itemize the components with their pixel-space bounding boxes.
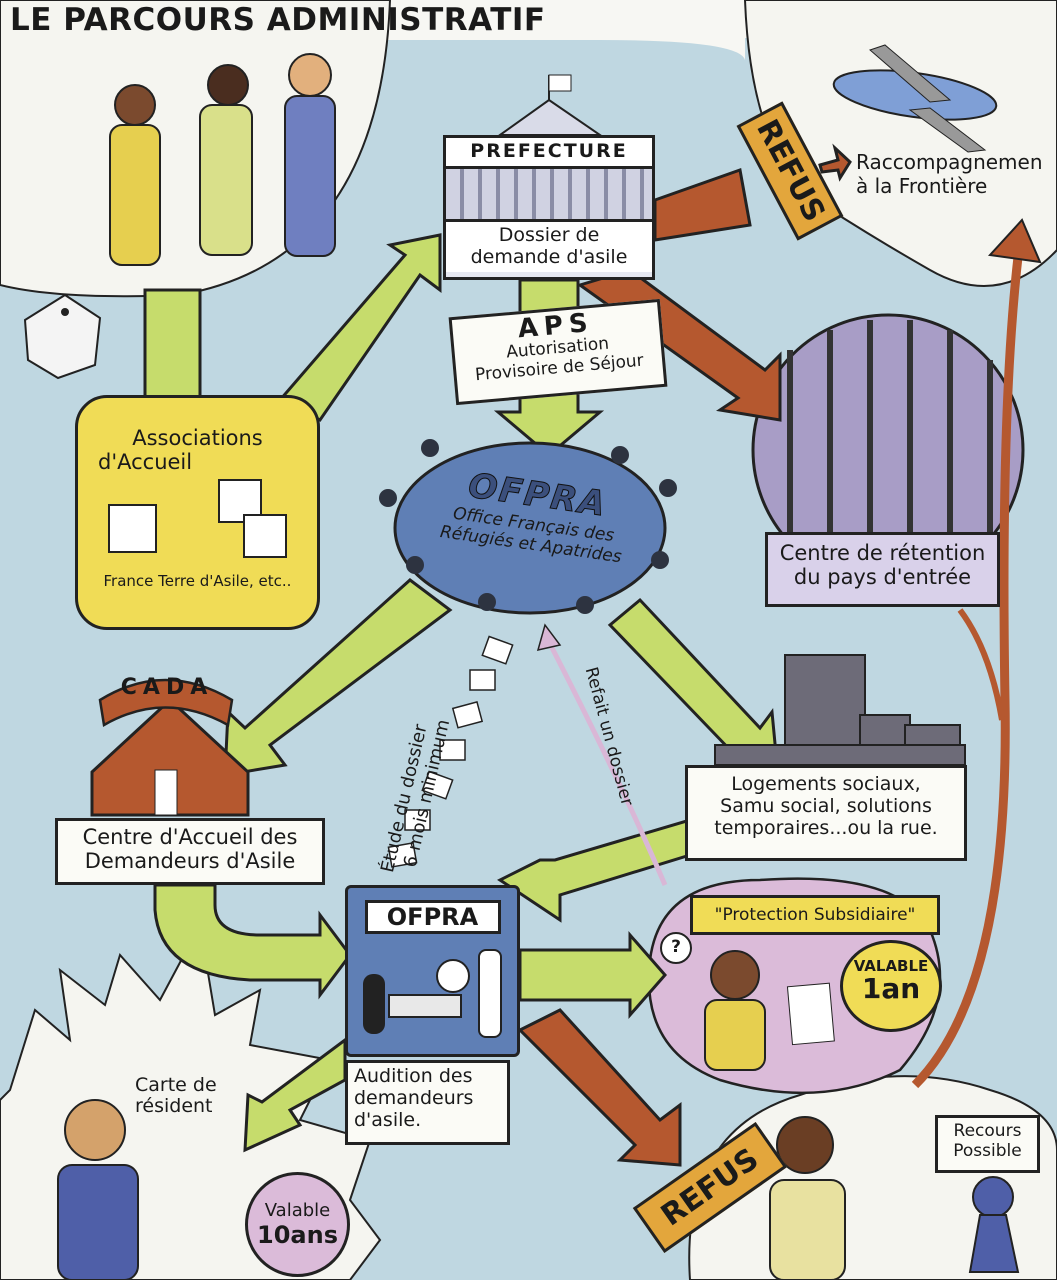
associations-line2: d'Accueil bbox=[98, 450, 193, 474]
carte-line1: Carte de bbox=[135, 1074, 217, 1096]
path-audition-to-resident bbox=[243, 1037, 347, 1153]
ofpra-audition-title: OFPRA bbox=[364, 900, 501, 934]
prefecture-pediment bbox=[496, 98, 604, 136]
path-audition-to-refus bbox=[517, 1008, 682, 1167]
refused-person-illustration bbox=[769, 1116, 846, 1280]
aps-box: APS Autorisation Provisoire de Séjour bbox=[448, 298, 668, 406]
protection-person-illustration bbox=[704, 950, 835, 1071]
audition-label-box: Audition des demandeurs d'asile. bbox=[345, 1060, 510, 1145]
raccompagnement-label: Raccompagnemen à la Frontière bbox=[856, 150, 1043, 198]
recours-box: Recours Possible bbox=[935, 1115, 1040, 1173]
retention-label-box: Centre de rétention du pays d'entrée bbox=[765, 532, 1000, 607]
pawn-pieces bbox=[379, 439, 677, 614]
page-title: LE PARCOURS ADMINISTRATIF bbox=[10, 2, 546, 38]
associations-box: Associations d'Accueil France Terre d'As… bbox=[75, 395, 320, 630]
logements-line1: Logements sociaux, bbox=[731, 773, 921, 795]
migrants-illustration bbox=[109, 53, 336, 266]
cada-sign-text: CADA bbox=[120, 675, 214, 700]
valable-1an-badge: VALABLE 1an bbox=[840, 940, 942, 1032]
frontier-bubble bbox=[743, 0, 1057, 287]
cada-label-box: Centre d'Accueil des Demandeurs d'Asile bbox=[55, 818, 325, 885]
audition-scene-illustration bbox=[348, 934, 517, 1038]
associations-footer: France Terre d'Asile, etc.. bbox=[103, 572, 292, 590]
valable-10ans-badge: Valable 10ans bbox=[245, 1172, 350, 1277]
valable-1an-duration: 1an bbox=[861, 972, 921, 1005]
valable-10ans-duration: 10ans bbox=[257, 1221, 338, 1249]
ofpra-audition-box: OFPRA bbox=[345, 885, 520, 1057]
resident-person-illustration bbox=[57, 1099, 139, 1280]
logements-line3: temporaires...ou la rue. bbox=[714, 816, 938, 839]
question-mark-bubble: ? bbox=[660, 932, 692, 964]
prefecture-box: PREFECTURE Dossier de demande d'asile bbox=[443, 135, 655, 280]
smiling-houses-illustration bbox=[78, 474, 317, 564]
carte-line2: résident bbox=[135, 1094, 213, 1117]
city-buildings bbox=[714, 654, 966, 766]
dossier-paper-trail bbox=[387, 635, 514, 868]
prefecture-label: PREFECTURE bbox=[446, 138, 652, 169]
prison-bars bbox=[787, 320, 993, 540]
path-ofpra-to-cada bbox=[223, 578, 453, 777]
valable-10ans-label: Valable bbox=[264, 1200, 331, 1221]
retention-line2: du pays d'entrée bbox=[793, 565, 972, 590]
refait-dossier-arrow bbox=[545, 638, 668, 886]
recours-line1: Recours bbox=[953, 1121, 1022, 1141]
audition-line3: d'asile. bbox=[354, 1108, 422, 1131]
prefecture-columns bbox=[446, 168, 652, 219]
path-prefecture-to-refus bbox=[653, 167, 752, 242]
cada-line2: Demandeurs d'Asile bbox=[84, 849, 296, 874]
refait-arrowhead bbox=[536, 623, 562, 652]
audition-line2: demandeurs bbox=[354, 1086, 474, 1109]
path-associations-to-prefecture bbox=[277, 233, 442, 422]
appeal-to-frontier-curve bbox=[911, 239, 1025, 1089]
flag-icon bbox=[548, 74, 572, 92]
dice-icon bbox=[23, 293, 102, 380]
path-logements-to-audition bbox=[497, 817, 692, 923]
prefecture-caption: Dossier de demande d'asile bbox=[446, 218, 652, 272]
ofpra-round-table bbox=[393, 441, 667, 615]
cada-sign bbox=[98, 678, 234, 727]
retention-line1: Centre de rétention bbox=[779, 541, 986, 565]
curve-arrowhead bbox=[987, 218, 1042, 264]
path-audition-to-protection bbox=[518, 931, 667, 1019]
raccompagnement-line1: Raccompagnemen bbox=[856, 150, 1043, 174]
logements-box: Logements sociaux, Samu social, solution… bbox=[685, 765, 967, 861]
protection-banner: "Protection Subsidiaire" bbox=[690, 895, 940, 935]
path-cada-to-audition bbox=[153, 883, 352, 1000]
cada-line1: Centre d'Accueil des bbox=[82, 825, 298, 849]
audition-line1: Audition des bbox=[354, 1065, 473, 1087]
carte-resident-label: Carte de résident bbox=[135, 1075, 217, 1117]
cada-house bbox=[90, 697, 250, 817]
recours-line2: Possible bbox=[953, 1140, 1022, 1161]
logements-line2: Samu social, solutions bbox=[720, 794, 932, 817]
associations-line1: Associations bbox=[132, 426, 263, 450]
house-door bbox=[154, 769, 178, 816]
raccompagnement-line2: à la Frontière bbox=[856, 174, 988, 198]
valable-1an-label: VALABLE bbox=[853, 957, 929, 975]
refus-to-frontier-arrow bbox=[818, 143, 852, 182]
airplane-icon bbox=[832, 44, 998, 153]
advisor-pawn bbox=[968, 1176, 1020, 1273]
retention-branch-curve bbox=[957, 608, 1005, 721]
